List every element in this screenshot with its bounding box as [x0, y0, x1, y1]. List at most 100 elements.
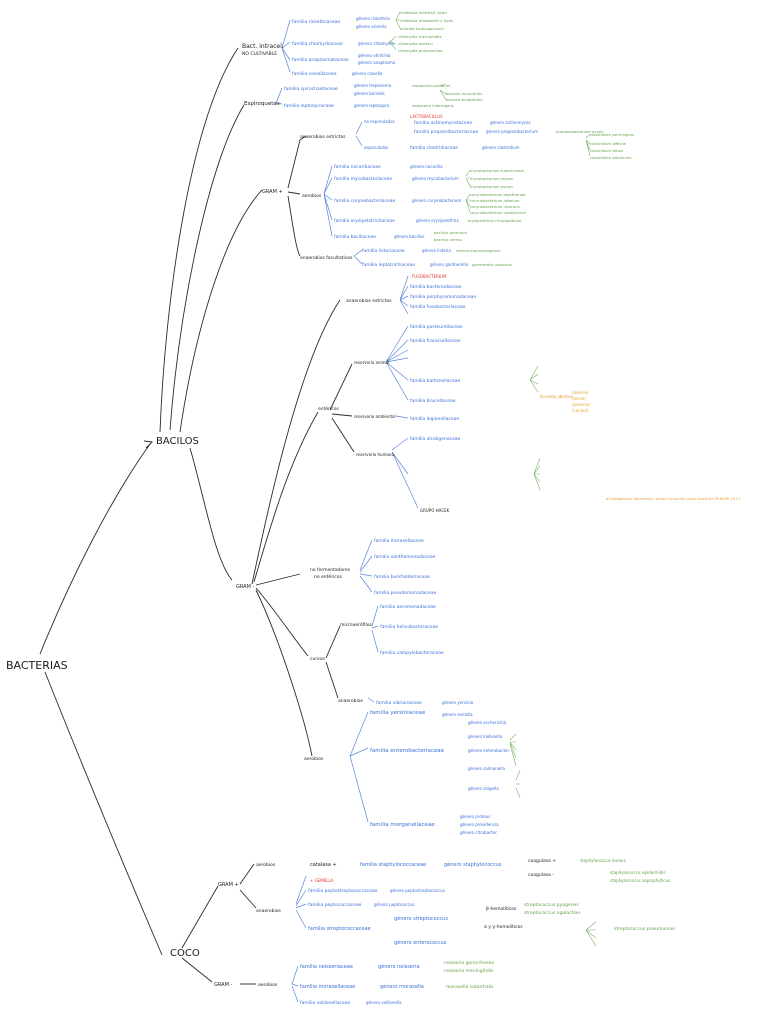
no-fermentadores-label: no fermentadores	[310, 567, 351, 573]
gp-no-esporulados-label: no esporulados	[364, 119, 395, 124]
gen-propionibacterium: género propionibacterium	[486, 129, 538, 134]
fam-brucellaceae: familia brucellaceae	[410, 398, 456, 404]
edge-hum-fams	[391, 437, 419, 509]
fam-mycobacteriaceae: familia mycobacteriaceae	[334, 176, 392, 182]
coco-aerobios-label: aerobios	[256, 862, 276, 868]
sp-rhusiopathiae: erysipelothrix rhusiopathiae	[468, 218, 522, 223]
edge-gn-noferm	[255, 573, 301, 586]
sp-aureus: staphylococcus aureus	[580, 858, 626, 863]
edge-coco-anaer-fams	[295, 875, 307, 929]
gen-borrelia: género borrelia	[354, 91, 385, 96]
fam-francisellaceae: familia francisellaceae	[410, 338, 461, 344]
fam-bacillaceae: familia bacillaceae	[334, 234, 376, 240]
fam-listeriaceae: familia listeriaceae	[362, 248, 405, 254]
gen-ehrlichia: género ehrlichia	[358, 53, 391, 58]
fam-neisseriaceae: familia neisseriaceae	[300, 964, 353, 970]
microaerofilos-label: microaerófilos	[340, 621, 372, 628]
fam-burkholderiaceae: familia burkholderiaceae	[374, 574, 430, 580]
sp-botulinum: clostridium botulinum	[590, 155, 632, 160]
fam-campylobacteraceae: familia campylobacteraceae	[380, 650, 444, 656]
res-humano-label: reservorio humano	[356, 452, 394, 457]
gen-providencia: género providencia	[460, 822, 499, 827]
coco-label: COCO	[170, 948, 200, 959]
orange-ovina: (ovina)	[572, 396, 586, 401]
sp-leprae: mycobacterium leprae	[470, 176, 514, 181]
gen-peptostreptococcus: género peptostreptococcus	[390, 888, 445, 893]
gen-anaplasma: género anaplasma	[358, 60, 396, 65]
gen-citrobacter: género citrobacter	[460, 830, 497, 835]
coco-gram-neg-label: GRAM -	[214, 982, 232, 988]
fam-propionibacteriaceae: familia propionibacteriaceae	[414, 129, 478, 135]
edge-bacilos-intracel	[159, 47, 239, 433]
bacilos-label: BACILOS	[156, 436, 199, 447]
fam-veillonellaceae: familia veillonellaceae	[300, 1000, 350, 1006]
sp-vaginalis: gardnerella vaginalis	[472, 262, 512, 267]
coco-anaerobios-label: anaerobios	[256, 908, 282, 914]
sp-diphtheriae: corynebacterium diphtheriae	[470, 192, 526, 197]
family-labels-upper: familia rickettsiaceae género rickettsia…	[284, 10, 483, 109]
gen-listeria: género listeria	[422, 248, 451, 253]
beta-hemoliticos-label: β-hemolíticos	[486, 905, 517, 912]
res-animal-label: reservorio animal	[354, 360, 389, 365]
gen-proteus: género proteus	[460, 814, 490, 819]
gram-pos-bacilos-label: GRAM +	[262, 189, 283, 195]
gp-anaer-fac-label: anaerobios facultativos	[300, 255, 353, 261]
edge-res-animal	[329, 363, 353, 411]
edge-coco-gn-fams	[291, 965, 299, 1003]
fam-rickettsiaceae: familia rickettsiaceae	[292, 19, 340, 25]
gen-streptococcus: género streptococcus	[394, 915, 448, 922]
fam-streptococcaceae: familia streptococcaceae	[308, 926, 371, 932]
gen-neisseria: género neisseria	[378, 963, 420, 970]
fam-helicobacteraceae: familia helicobacteraceae	[380, 624, 438, 630]
edge-gp-anaerobios	[239, 889, 257, 909]
fam-peptococcaceae: familia peptococcaceae	[308, 902, 362, 908]
sp-recurrentis: borrelia recurrentis	[446, 91, 482, 96]
gen-enterobacter: género enterobacter	[468, 748, 510, 753]
orange-canina: (canina)	[572, 408, 589, 413]
sp-anthracis: bacillus anthracis	[434, 230, 467, 235]
coagulasa-pos-label: coagulasa +	[528, 858, 556, 864]
gen-erysipelothrix: género erysipelothrix	[416, 218, 459, 223]
gn-anaerobios-label: anaerobios estrictos	[346, 298, 392, 304]
gen-corynebacterium: género corynebacterium	[412, 198, 461, 203]
edge-gp-anfac	[287, 195, 301, 257]
sp-pneumoniae-strep: streptococcus pneumoniae	[614, 926, 675, 932]
gen-orientia: género orientia	[356, 24, 387, 29]
sp-pyogenes: streptococcus pyogenes	[524, 902, 579, 908]
bracket	[509, 733, 517, 767]
orange-abortus: brucella abortus	[540, 394, 573, 399]
sp-tsutsugamushi: orientia tsutsugamushi	[400, 26, 444, 31]
sp-psittaci: chlamydia psittaci	[398, 41, 433, 46]
edge-intracel-fams	[281, 19, 291, 73]
fam-pseudomonadaceae: familia pseudomonadaceae	[374, 590, 436, 596]
bracket	[465, 169, 471, 187]
gen-clostridium: género clostridium	[482, 145, 520, 150]
grupo-hacek-label: GRUPO HACEK	[420, 508, 450, 513]
gen-klebsiella: género klebsiella	[468, 734, 503, 739]
edge-animal-fams	[385, 325, 409, 401]
fam-coxiellaceae: familia coxiellaceae	[292, 71, 337, 77]
edge-amb-fams	[395, 415, 409, 419]
edge-aer-entero	[349, 711, 369, 823]
orange-bovina: (bovina)	[572, 390, 589, 395]
sp-meningitidis: neisseria meningitidis	[444, 968, 494, 974]
sp-ulcerans: corynebacterium ulcerans	[470, 204, 520, 209]
fam-peptostreptococcaceae: familia peptostreptococcaceae	[308, 888, 378, 894]
coagulasa-neg-label: coagulasa -	[528, 872, 554, 878]
gen-peptococcus: género peptococcus	[374, 902, 415, 907]
fam-chlamydiaceae: familia chlamydiaceae	[292, 41, 343, 47]
coco-red-note: + GEMELLA	[310, 878, 334, 883]
edge-gp-anaer	[287, 135, 307, 189]
fam-spirochaetaceae: familia spirochaetaceae	[284, 86, 338, 92]
bracket	[439, 83, 447, 101]
fam-corynebacteriaceae: familia corynebacteriaceae	[334, 198, 396, 204]
fam-nocardiaceae: familia nocardiaceae	[334, 164, 381, 170]
fam-pasteurellaceae: familia pasteurellaceae	[410, 324, 463, 330]
gen-gardnerella: género gardnerella	[430, 262, 469, 267]
edge-bacilos-espiroquetas	[169, 104, 245, 431]
edge-gp-aerobios	[239, 863, 255, 885]
fam-aeromonadaceae: familia aeromonadaceae	[380, 604, 436, 610]
edge-gn-anaer-fams	[399, 275, 409, 315]
edge-noferm-fams	[359, 539, 373, 593]
gp-anaerobios-label: anaerobios estrictos	[300, 134, 346, 140]
